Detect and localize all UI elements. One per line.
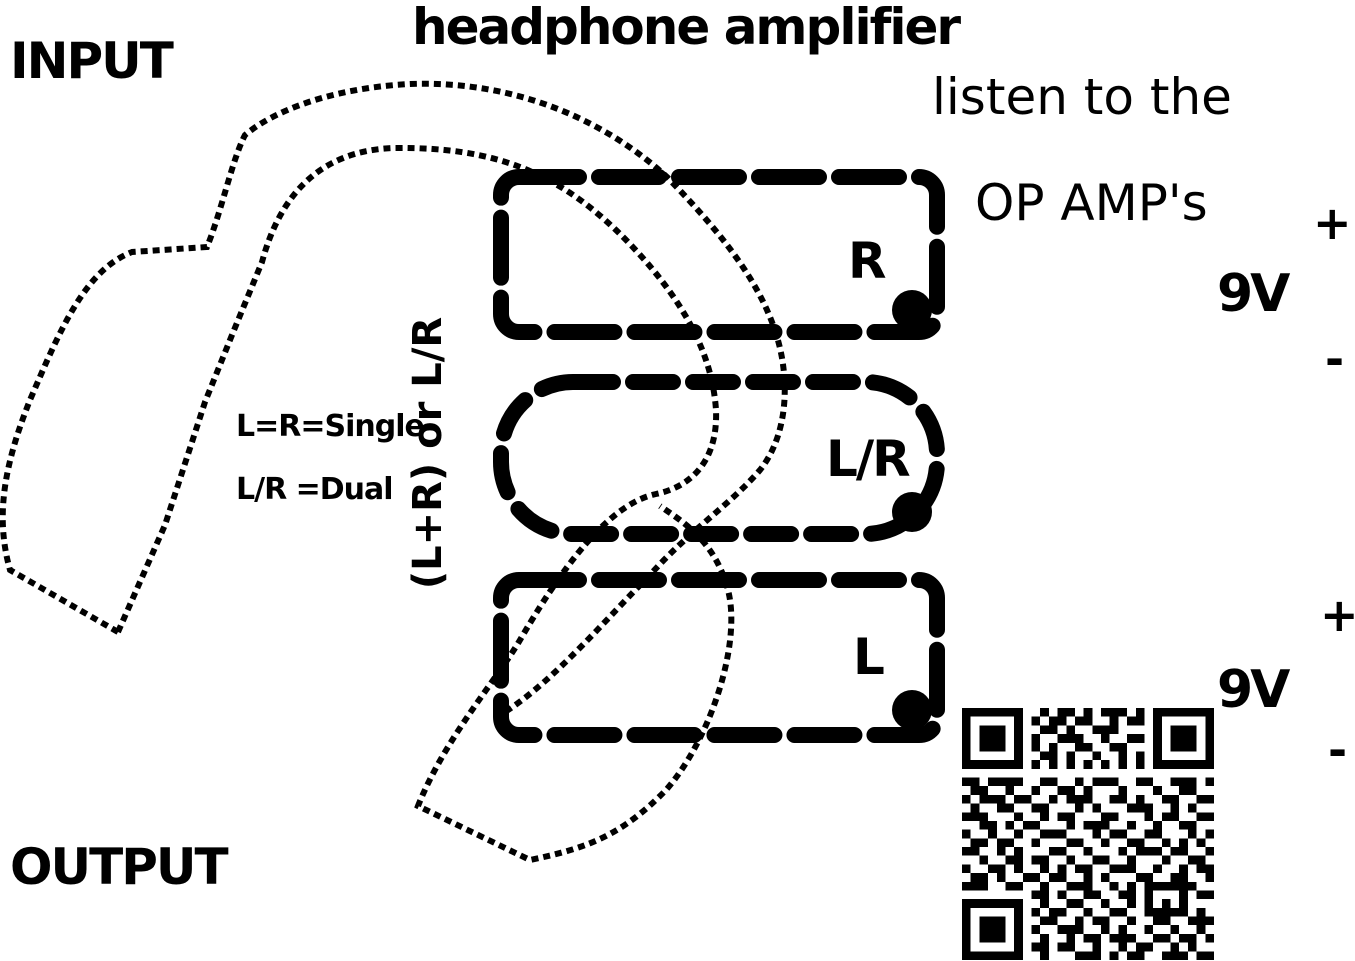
socket-lr-pin [892, 492, 932, 532]
battery-top-minus: - [1325, 332, 1345, 386]
qr-code-icon [962, 708, 1214, 960]
socket-r-pin [892, 290, 932, 330]
battery-bottom-minus: - [1328, 723, 1348, 777]
input-label: INPUT [10, 32, 174, 90]
output-label: OUTPUT [10, 838, 229, 896]
socket-l-pin [892, 690, 932, 730]
battery-top-plus: + [1313, 196, 1352, 250]
note-line-1: listen to the [932, 68, 1232, 126]
vertical-mode-label: (L+R) or L/R [405, 316, 451, 590]
input-wire-loop [115, 144, 735, 864]
mode-single-label: L=R=Single [236, 409, 425, 444]
battery-bottom-voltage: 9V [1217, 660, 1290, 720]
socket-lr-label: L/R [826, 430, 911, 488]
socket-l-label: L [853, 628, 885, 686]
battery-top-voltage: 9V [1217, 264, 1290, 324]
socket-r-label: R [848, 232, 886, 290]
socket-r-outline [493, 169, 945, 340]
socket-lr-outline [493, 374, 945, 542]
output-wire-loop [0, 80, 788, 715]
note-line-2: OP AMP's [975, 174, 1208, 232]
socket-l-outline [493, 572, 945, 743]
diagram-title: headphone amplifier [412, 0, 961, 56]
battery-bottom-plus: + [1320, 588, 1355, 642]
mode-dual-label: L/R =Dual [236, 472, 394, 507]
